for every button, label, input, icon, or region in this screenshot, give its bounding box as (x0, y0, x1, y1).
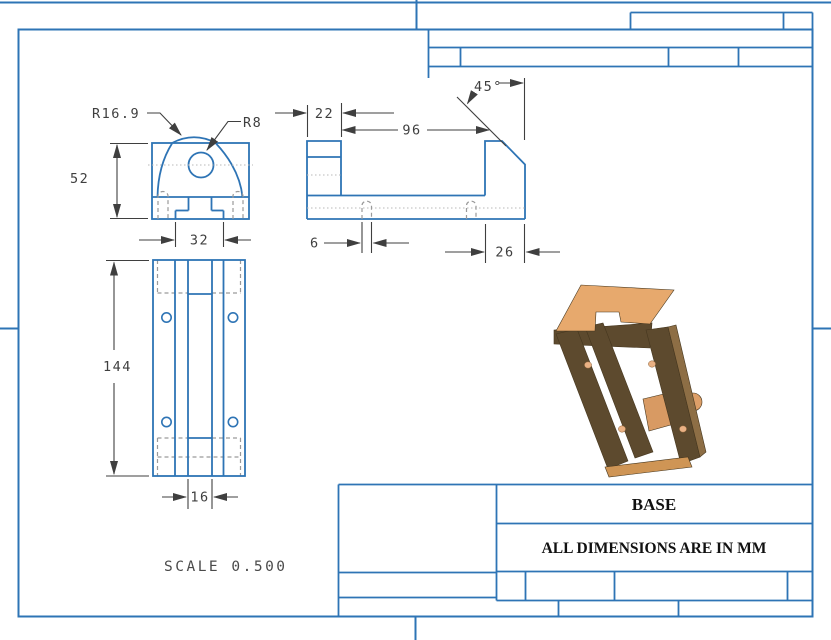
side-dim-span: 96 (341, 123, 491, 139)
front-radius-small-text: R8 (243, 115, 262, 131)
side-dim-block: 22 (275, 103, 394, 137)
front-hidden-hole-right (232, 190, 244, 219)
front-dim-width-text: 32 (190, 233, 209, 249)
front-dim-height: 52 (70, 142, 148, 220)
iso-holes (584, 360, 687, 433)
side-hidden-hole-right (465, 200, 477, 219)
side-dim-right-text: 26 (495, 245, 514, 261)
header-block (427, 11, 814, 78)
title-block: BASE ALL DIMENSIONS ARE IN MM (337, 483, 813, 617)
scale-note: SCALE 0.500 (164, 559, 288, 575)
front-radius-large-text: R16.9 (92, 106, 140, 122)
front-dim-width: 32 (139, 222, 251, 249)
plan-dim-length: 144 (103, 259, 149, 477)
front-dim-height-text: 52 (70, 171, 89, 187)
front-view: 52 32 R16.9 R8 (70, 106, 262, 249)
units-note: ALL DIMENSIONS ARE IN MM (542, 540, 767, 557)
front-radius-small-callout: R8 (206, 115, 262, 151)
front-radius-large-callout: R16.9 (92, 106, 182, 136)
side-dim-angle-text: 45° (474, 79, 503, 95)
plan-dim-length-text: 144 (103, 359, 132, 375)
iso-rail-middle (584, 322, 654, 459)
part-name: BASE (632, 495, 676, 514)
side-view: 22 96 45° 6 26 (275, 78, 560, 263)
plan-view: 144 16 (103, 259, 246, 509)
side-dim-block-text: 22 (315, 106, 334, 122)
iso-top-face (555, 284, 675, 332)
side-dim-angle: 45° (456, 78, 526, 147)
isometric-render (553, 284, 707, 478)
plan-dim-slot-text: 16 (190, 490, 209, 506)
front-hidden-hole-left (157, 190, 169, 219)
side-dim-span-text: 96 (402, 123, 421, 139)
iso-side-face (667, 324, 707, 458)
side-dim-right: 26 (445, 224, 560, 263)
side-dim-hole-text: 6 (310, 236, 320, 252)
iso-bottom-edge (604, 456, 693, 478)
plan-dim-slot: 16 (162, 479, 238, 509)
side-hidden-hole-left (361, 200, 373, 219)
side-dim-hole: 6 (310, 222, 409, 253)
